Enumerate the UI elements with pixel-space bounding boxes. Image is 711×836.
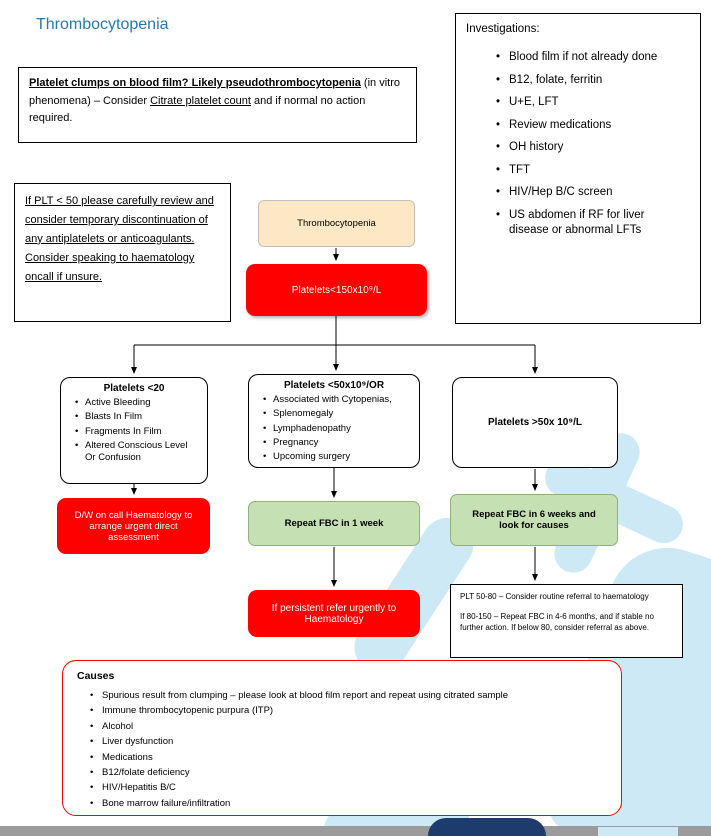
causes-title: Causes <box>77 670 115 682</box>
followup-line-1: PLT 50-80 – Consider routine referral to… <box>460 592 649 601</box>
flow-action-repeat-fbc-6-weeks: Repeat FBC in 6 weeks and look for cause… <box>450 494 618 546</box>
investigations-title: Investigations: <box>466 23 540 35</box>
plt-caution-note: If PLT < 50 please carefully review and … <box>14 183 231 322</box>
branch-list: Associated with Cytopenias, Splenomegaly… <box>263 394 412 464</box>
followup-line-2: If 80-150 – Repeat FBC in 4-6 months, an… <box>460 611 654 632</box>
watermark-shape <box>598 827 678 836</box>
branch-title: Platelets <20 <box>103 383 165 394</box>
branch-item: Associated with Cytopenias, <box>263 394 412 407</box>
cause-item: B12/folate deficiency <box>90 767 607 779</box>
branch-title: Platelets >50x 10⁹/L <box>488 417 582 428</box>
flow-branch-platelets-over-50: Platelets >50x 10⁹/L <box>452 377 618 468</box>
note-run: (in vitro phenomena) – Consider <box>29 77 400 107</box>
branch-item: Active Bleeding <box>75 397 200 410</box>
plt-caution-text: If PLT < 50 please carefully review and … <box>25 195 214 283</box>
investigation-item: US abdomen if RF for liver disease or ab… <box>496 208 658 239</box>
branch-item: Blasts In Film <box>75 411 200 424</box>
page-title: Thrombocytopenia <box>36 16 169 33</box>
cause-item: Medications <box>90 752 607 764</box>
cause-item: HIV/Hepatitis B/C <box>90 782 607 794</box>
investigation-item: HIV/Hep B/C screen <box>496 185 658 201</box>
flow-escalation-refer-haematology: If persistent refer urgently to Haematol… <box>248 590 420 637</box>
causes-box: Causes Spurious result from clumping – p… <box>62 660 622 816</box>
cause-item: Alcohol <box>90 721 607 733</box>
investigation-item: OH history <box>496 140 658 156</box>
flow-branch-platelets-under-20: Platelets <20 Active Bleeding Blasts In … <box>60 377 208 484</box>
flow-branch-platelets-under-50: Platelets <50x10⁹/OR Associated with Cyt… <box>248 374 420 468</box>
watermark-navy-shape <box>428 818 546 836</box>
flow-platelets-150-node: Platelets<150x10⁹/L <box>246 264 427 316</box>
investigation-item: TFT <box>496 163 658 179</box>
branch-item: Lymphadenopathy <box>263 423 412 436</box>
cause-item: Spurious result from clumping – please l… <box>90 690 607 702</box>
investigation-item: Blood film if not already done <box>496 50 658 66</box>
cause-item: Immune thrombocytopenic purpura (ITP) <box>90 705 607 717</box>
investigation-item: U+E, LFT <box>496 95 658 111</box>
branch-title: Platelets <50x10⁹/OR <box>283 380 385 391</box>
investigation-item: B12, folate, ferritin <box>496 73 658 89</box>
note-run-underline: Citrate platelet count <box>150 94 251 107</box>
branch-list: Active Bleeding Blasts In Film Fragments… <box>75 397 200 465</box>
investigation-item: Review medications <box>496 118 658 134</box>
flow-action-urgent-haematology: D/W on call Haematology to arrange urgen… <box>57 498 210 554</box>
branch-item: Altered Conscious Level Or Confusion <box>75 440 200 465</box>
flow-root-node: Thrombocytopenia <box>258 200 415 247</box>
investigations-list: Blood film if not already done B12, fola… <box>496 50 690 239</box>
page-edge-bar <box>0 826 711 836</box>
cause-item: Liver dysfunction <box>90 736 607 748</box>
branch-item: Fragments In Film <box>75 426 200 439</box>
branch-item: Pregnancy <box>263 437 412 450</box>
note-run: and if normal no action required. <box>29 94 366 125</box>
note-run-bold: Platelet clumps on blood film? Likely ps… <box>29 77 361 89</box>
causes-list: Spurious result from clumping – please l… <box>90 690 607 810</box>
followup-referral-note: PLT 50-80 – Consider routine referral to… <box>450 584 683 658</box>
pseudothrombocytopenia-note: Platelet clumps on blood film? Likely ps… <box>18 67 417 143</box>
cause-item: Bone marrow failure/infiltration <box>90 798 607 810</box>
investigations-box: Investigations: Blood film if not alread… <box>455 13 701 324</box>
flow-action-repeat-fbc-1-week: Repeat FBC in 1 week <box>248 501 420 546</box>
branch-item: Upcoming surgery <box>263 451 412 464</box>
branch-item: Splenomegaly <box>263 408 412 421</box>
